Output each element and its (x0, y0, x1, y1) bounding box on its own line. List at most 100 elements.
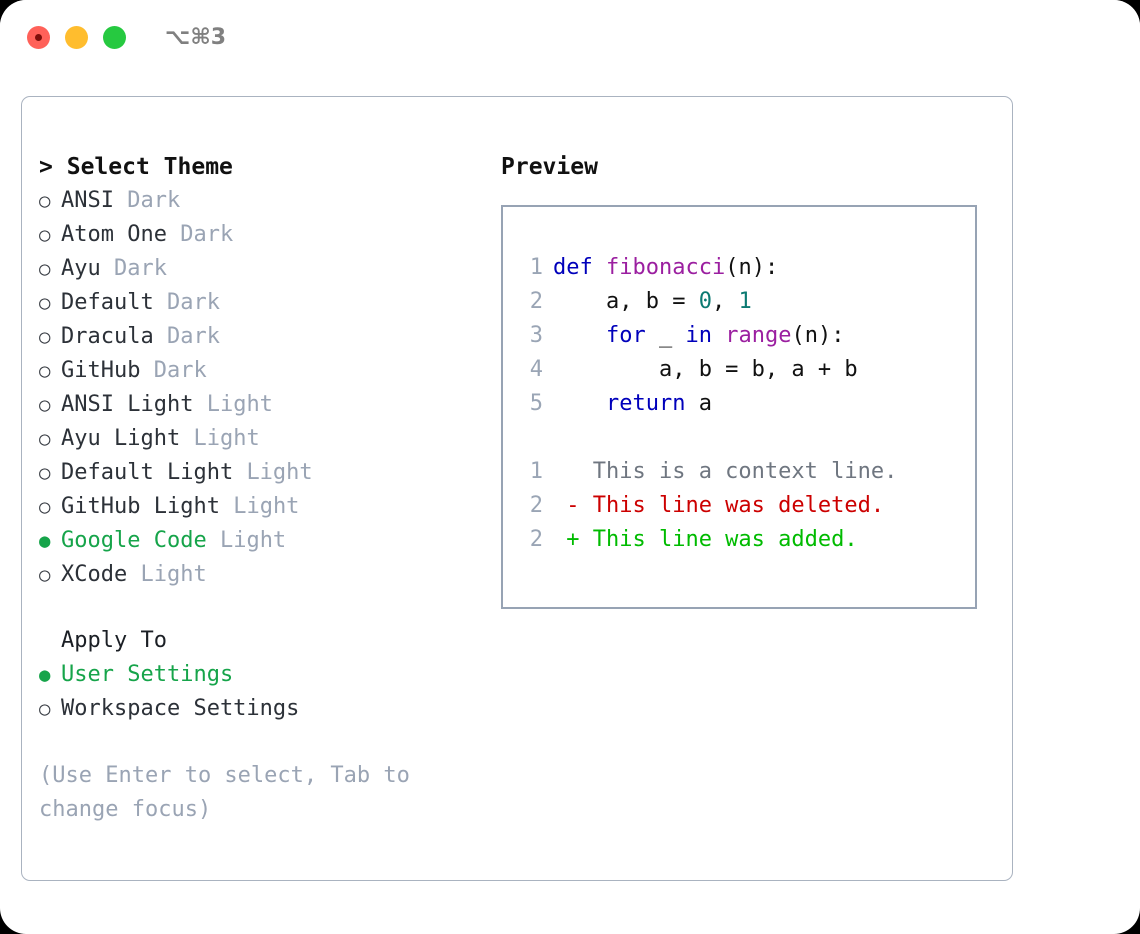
radio-unselected-icon[interactable]: ○ (39, 698, 51, 720)
code-line: 2 a, b = 0, 1 (503, 285, 975, 319)
code-token (712, 323, 725, 348)
radio-unselected-icon[interactable]: ○ (39, 428, 51, 450)
theme-variant-badge: Light (233, 494, 300, 519)
page-title: Select Theme (66, 154, 233, 180)
line-number: 2 (529, 289, 543, 314)
preview-title: Preview (501, 154, 598, 180)
theme-variant-badge: Dark (127, 188, 181, 213)
diff-line: 2 + This line was added. (503, 523, 975, 557)
theme-name: Ayu (61, 256, 101, 281)
theme-list-item[interactable]: ○ Ayu Light Light (39, 422, 479, 456)
code-token: for (605, 323, 646, 348)
theme-picker-heading: > Select Theme (39, 150, 479, 184)
traffic-light-group (27, 26, 126, 49)
radio-unselected-icon[interactable]: ○ (39, 292, 51, 314)
theme-name: Google Code (61, 528, 207, 553)
code-token: in (685, 323, 712, 348)
code-token: def (553, 255, 593, 280)
radio-unselected-icon[interactable]: ○ (39, 564, 51, 586)
radio-unselected-icon[interactable]: ○ (39, 224, 51, 246)
theme-variant-badge: Light (246, 460, 313, 485)
theme-variant-badge: Dark (166, 290, 220, 315)
theme-name: Ayu Light (61, 426, 181, 451)
theme-list-item[interactable]: ○ GitHub Light Light (39, 490, 479, 524)
theme-list-item[interactable]: ○Ayu Dark (39, 252, 479, 286)
theme-list-item[interactable]: ●Google Code Light (39, 524, 479, 558)
radio-selected-icon[interactable]: ● (39, 664, 51, 686)
diff-spacer (503, 421, 975, 455)
theme-list-item[interactable]: ○ANSI Dark (39, 184, 479, 218)
code-token (553, 391, 606, 416)
theme-name: Dracula (61, 324, 154, 349)
diff-text: - This line was deleted. (553, 493, 885, 518)
theme-name: GitHub Light (61, 494, 220, 519)
prompt-caret-icon: > (39, 154, 53, 180)
line-number: 1 (529, 459, 543, 484)
theme-name: GitHub (61, 358, 141, 383)
code-token: a, b = b, a + b (553, 357, 858, 382)
code-token (553, 323, 606, 348)
theme-list-item[interactable]: ○ Dracula Dark (39, 320, 479, 354)
theme-list-item[interactable]: ○ Atom One Dark (39, 218, 479, 252)
diff-line: 1 This is a context line. (503, 455, 975, 489)
theme-name: Default (61, 290, 154, 315)
code-token: , (711, 289, 739, 314)
code-token: a, b = (553, 289, 699, 314)
theme-variant-badge: Light (140, 562, 207, 587)
theme-list-item[interactable]: ○ ANSI Light Light (39, 388, 479, 422)
radio-unselected-icon[interactable]: ○ (39, 190, 51, 212)
theme-name: Default Light (61, 460, 234, 485)
minimize-button-icon[interactable] (65, 26, 88, 49)
line-number: 1 (529, 255, 543, 280)
theme-list: ○ANSI Dark○Atom One Dark○Ayu Dark○Defaul… (39, 184, 479, 592)
apply-to-option[interactable]: ● User Settings (39, 658, 479, 692)
apply-to-option[interactable]: ○ Workspace Settings (39, 692, 479, 726)
code-token: 0 (698, 289, 712, 314)
theme-variant-badge: Dark (180, 222, 234, 247)
line-number: 5 (529, 391, 543, 416)
apply-to-heading: Apply To (61, 628, 167, 653)
window-title: ⌥⌘3 (165, 25, 227, 50)
diff-text: + This line was added. (553, 527, 858, 552)
theme-name: ANSI Light (61, 392, 194, 417)
apply-to-label: User Settings (61, 662, 234, 687)
theme-variant-badge: Dark (166, 324, 220, 349)
line-number: 2 (529, 493, 543, 518)
diff-line: 2 - This line was deleted. (503, 489, 975, 523)
close-button-icon[interactable] (27, 26, 50, 49)
code-token: (n): (725, 255, 779, 280)
apply-to-list: ● User Settings ○ Workspace Settings (39, 658, 479, 726)
apply-to-label: Workspace Settings (61, 696, 300, 721)
theme-list-item[interactable]: ○ Default Light Light (39, 456, 479, 490)
radio-unselected-icon[interactable]: ○ (39, 258, 51, 280)
line-number: 4 (529, 357, 543, 382)
radio-unselected-icon[interactable]: ○ (39, 326, 51, 348)
theme-name: Atom One (61, 222, 167, 247)
code-token: a (685, 391, 712, 416)
line-number: 3 (529, 323, 543, 348)
theme-variant-badge: Light (206, 392, 273, 417)
main-panel: > Select Theme ○ANSI Dark○Atom One Dark○… (21, 96, 1013, 881)
keyboard-hint: (Use Enter to select, Tab to change focu… (39, 763, 410, 822)
code-token: _ (645, 323, 686, 348)
radio-selected-icon[interactable]: ● (39, 530, 51, 552)
theme-picker-column: > Select Theme ○ANSI Dark○Atom One Dark○… (39, 150, 479, 726)
radio-unselected-icon[interactable]: ○ (39, 360, 51, 382)
radio-unselected-icon[interactable]: ○ (39, 462, 51, 484)
theme-list-item[interactable]: ○ Default Dark (39, 286, 479, 320)
diff-text: This is a context line. (553, 459, 898, 484)
zoom-button-icon[interactable] (103, 26, 126, 49)
theme-list-item[interactable]: ○XCode Light (39, 558, 479, 592)
radio-unselected-icon[interactable]: ○ (39, 496, 51, 518)
code-token: 1 (738, 289, 752, 314)
code-line: 4 a, b = b, a + b (503, 353, 975, 387)
code-token: return (605, 391, 686, 416)
theme-variant-badge: Light (193, 426, 260, 451)
theme-list-item[interactable]: ○GitHub Dark (39, 354, 479, 388)
radio-unselected-icon[interactable]: ○ (39, 394, 51, 416)
code-token: (n): (791, 323, 845, 348)
